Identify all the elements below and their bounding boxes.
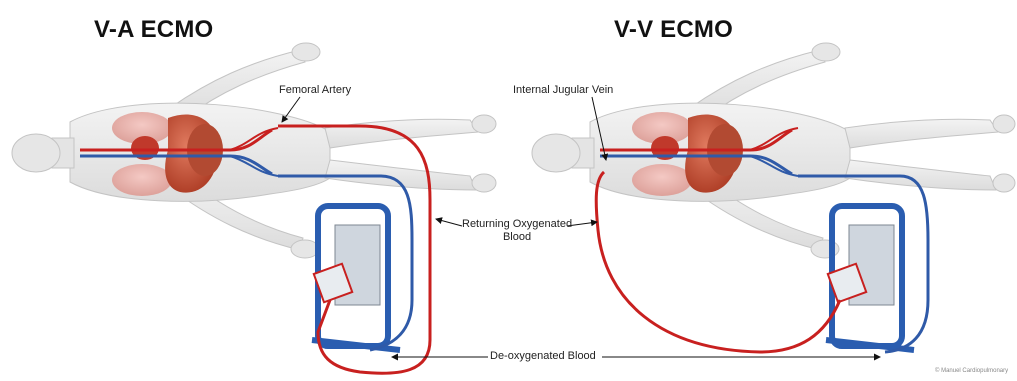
vv-ecmo-title: V-V ECMO — [614, 16, 733, 44]
left-body-hand-upper — [292, 43, 320, 61]
right-body-foot-lower — [993, 174, 1015, 192]
returning-oxygenated-label: Returning Oxygenated Blood — [462, 218, 572, 244]
left-body-foot-upper — [472, 115, 496, 133]
right-body-foot-upper — [993, 115, 1015, 133]
right-ecmo-machine — [826, 206, 914, 350]
deoxygenated-blood-label: De-oxygenated Blood — [490, 350, 596, 363]
right-body-head — [532, 134, 580, 172]
left-lung-lower — [112, 164, 172, 196]
right-body-hand-upper — [812, 43, 840, 61]
left-ecmo-machine — [312, 206, 400, 350]
returning-oxygenated-line2: Blood — [462, 231, 572, 244]
left-patient-body — [12, 43, 496, 258]
right-body-leg-upper — [845, 119, 998, 148]
returning-arrow-left — [436, 219, 462, 226]
right-patient-body — [532, 43, 1015, 258]
internal-jugular-vein-label: Internal Jugular Vein — [513, 84, 613, 97]
left-body-hand-lower — [291, 240, 319, 258]
femoral-artery-label: Femoral Artery — [279, 84, 351, 97]
left-body-head — [12, 134, 60, 172]
image-credit: © Manuel Cardiopulmonary — [935, 368, 1008, 374]
va-ecmo-title: V-A ECMO — [94, 16, 213, 44]
returning-oxygenated-line1: Returning Oxygenated — [462, 218, 572, 231]
right-lung-lower — [632, 164, 692, 196]
left-body-foot-lower — [472, 174, 496, 192]
